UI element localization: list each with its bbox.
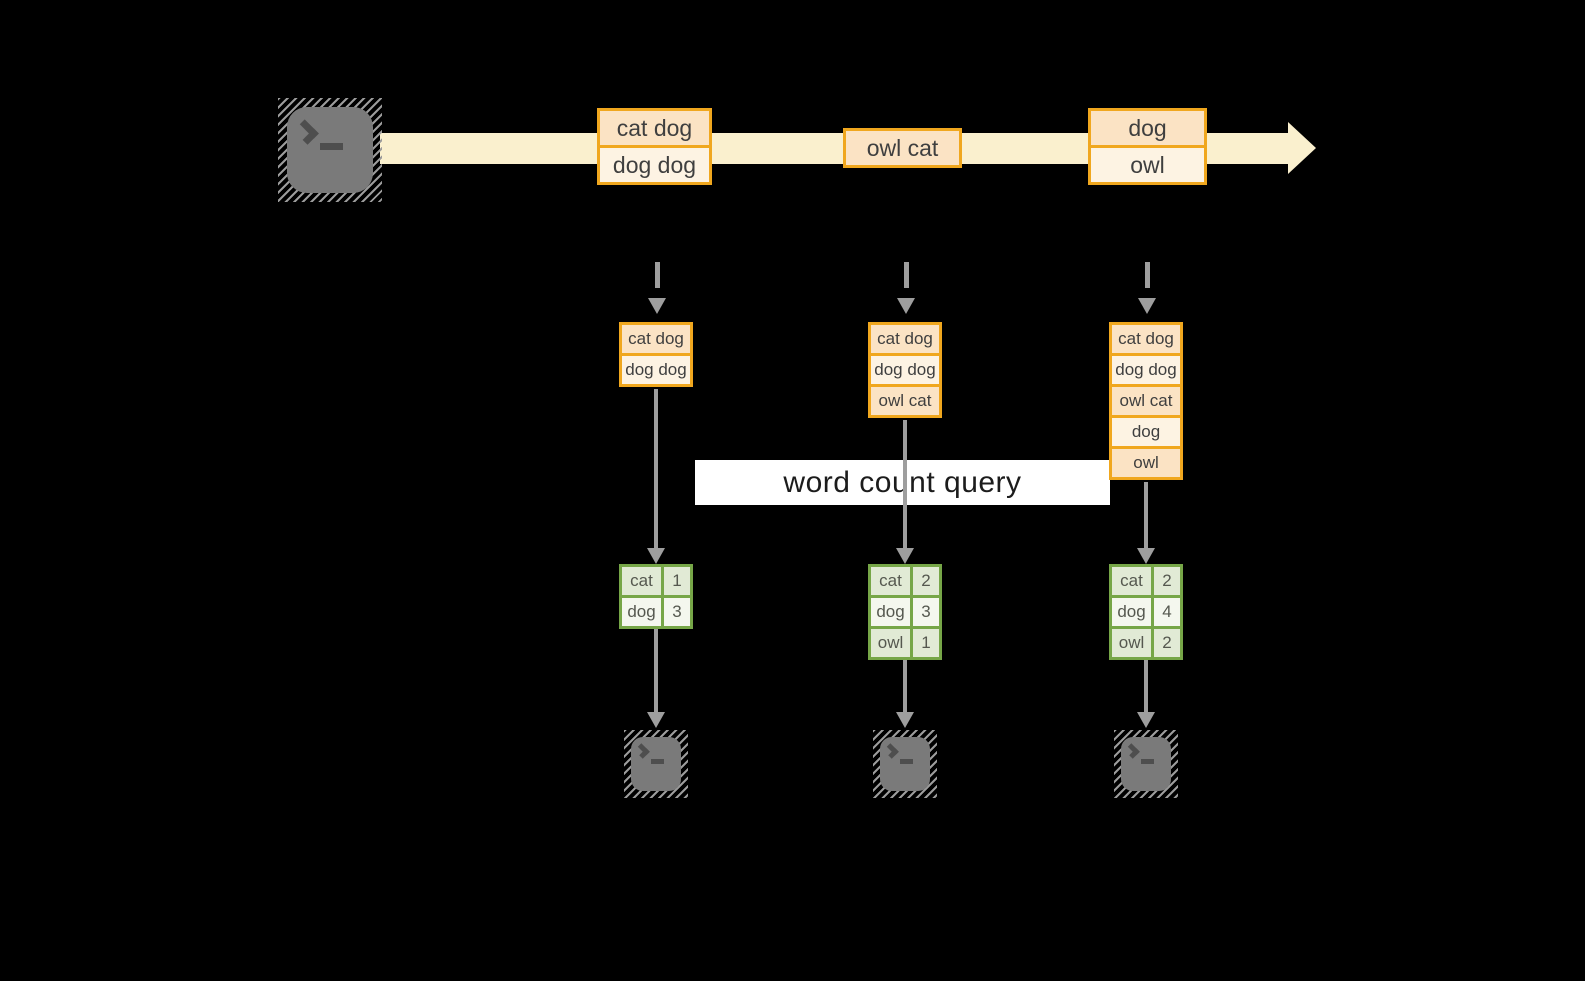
ingest-arrow (896, 262, 916, 314)
buffered-record: owl cat (871, 384, 939, 415)
count-cell: 2 (1154, 567, 1180, 595)
arrowhead-icon (897, 298, 915, 314)
word-cell: cat (871, 567, 913, 595)
source-terminal-icon (278, 98, 382, 202)
terminal-body (631, 737, 681, 791)
arrowhead-icon (896, 548, 914, 564)
query-arrow (1136, 482, 1156, 564)
word-cell: dog (1112, 598, 1154, 626)
terminal-cursor-icon (1141, 758, 1154, 764)
sink-terminal-icon (873, 730, 937, 798)
stream-record: dog (1091, 111, 1204, 145)
count-cell: 4 (1154, 598, 1180, 626)
count-cell: 1 (913, 629, 939, 657)
count-cell: 2 (913, 567, 939, 595)
buffered-record: owl cat (1112, 384, 1180, 415)
terminal-prompt-icon (883, 743, 899, 759)
query-label-text: word count query (783, 465, 1022, 499)
stream-record: dog dog (600, 145, 709, 182)
terminal-body (287, 107, 373, 193)
terminal-cursor-icon (651, 758, 664, 764)
buffered-record: dog dog (1112, 353, 1180, 384)
terminal-cursor-icon (900, 758, 913, 764)
ingest-arrow (1137, 262, 1157, 314)
stream-record-group: owl cat (843, 128, 962, 168)
buffered-record: cat dog (1112, 325, 1180, 353)
stream-arrowhead-icon (1288, 122, 1316, 174)
query-arrow (646, 389, 666, 564)
word-cell: dog (622, 598, 664, 626)
stream-record: cat dog (600, 111, 709, 145)
arrowhead-icon (648, 298, 666, 314)
word-cell: dog (871, 598, 913, 626)
count-cell: 3 (664, 598, 690, 626)
count-cell: 3 (913, 598, 939, 626)
query-label: word count query (695, 460, 1110, 505)
arrowhead-icon (1138, 298, 1156, 314)
stream-record: owl (1091, 145, 1204, 182)
ingest-arrow (647, 262, 667, 314)
buffered-record: cat dog (622, 325, 690, 353)
count-cell: 2 (1154, 629, 1180, 657)
buffered-record: cat dog (871, 325, 939, 353)
arrowhead-icon (1137, 712, 1155, 728)
terminal-body (1121, 737, 1171, 791)
query-arrow (895, 420, 915, 564)
arrowhead-icon (896, 712, 914, 728)
count-cell: 1 (664, 567, 690, 595)
output-arrow (895, 660, 915, 728)
output-arrow (646, 629, 666, 728)
terminal-prompt-icon (634, 743, 650, 759)
arrowhead-icon (647, 548, 665, 564)
buffered-record: dog (1112, 415, 1180, 446)
terminal-cursor-icon (319, 143, 343, 151)
buffered-record: dog dog (622, 353, 690, 384)
sink-terminal-icon (1114, 730, 1178, 798)
arrowhead-icon (647, 712, 665, 728)
buffered-record: dog dog (871, 353, 939, 384)
word-cell: owl (871, 629, 913, 657)
terminal-body (880, 737, 930, 791)
terminal-prompt-icon (293, 118, 320, 145)
word-cell: cat (622, 567, 664, 595)
word-cell: cat (1112, 567, 1154, 595)
arrowhead-icon (1137, 548, 1155, 564)
word-cell: owl (1112, 629, 1154, 657)
stream-record: owl cat (846, 131, 959, 165)
output-arrow (1136, 660, 1156, 728)
buffered-record: owl (1112, 446, 1180, 477)
terminal-prompt-icon (1124, 743, 1140, 759)
sink-terminal-icon (624, 730, 688, 798)
